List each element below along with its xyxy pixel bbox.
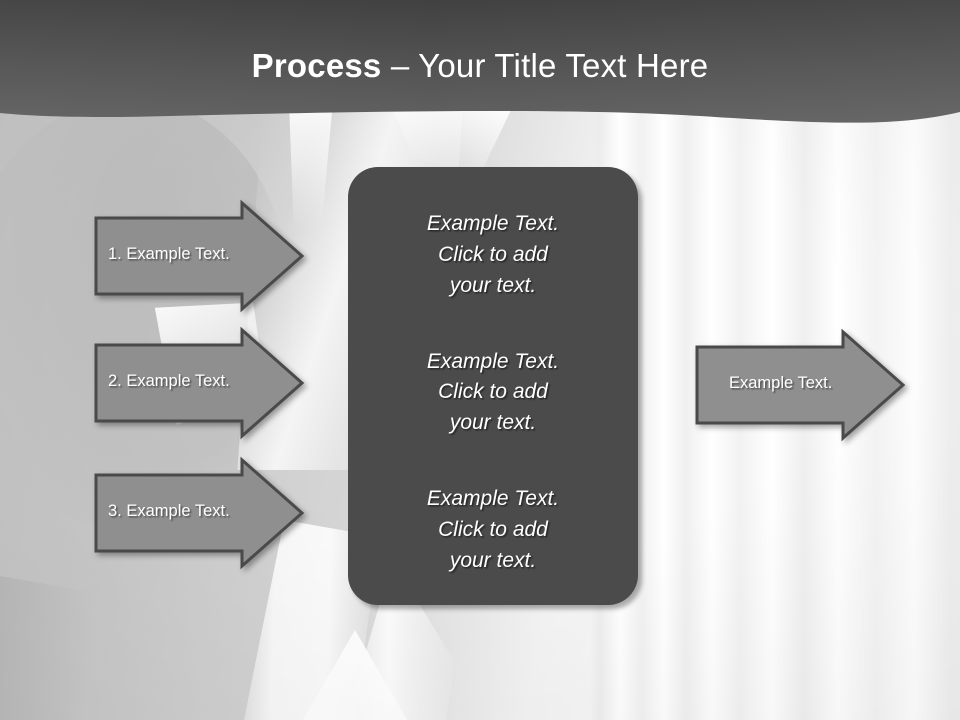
- detail-panel[interactable]: Example Text. Click to add your text. Ex…: [348, 167, 638, 605]
- detail-panel-body: Example Text. Click to add your text. Ex…: [348, 167, 638, 605]
- detail-paragraph-2: Example Text. Click to add your text.: [426, 349, 560, 435]
- step-arrow-1-shape[interactable]: [92, 198, 307, 314]
- step-arrow-1[interactable]: 1. Example Text.: [92, 198, 307, 314]
- background-shadow-lower-left: [0, 576, 111, 720]
- title-banner: Process – Your Title Text Here: [0, 0, 960, 150]
- page-title-rest: – Your Title Text Here: [381, 47, 709, 84]
- page-title: Process – Your Title Text Here: [0, 0, 960, 85]
- step-arrow-2-shape[interactable]: [92, 325, 307, 441]
- result-arrow-shape[interactable]: [693, 327, 908, 443]
- step-arrow-3-shape[interactable]: [92, 455, 307, 571]
- page-title-bold: Process: [251, 47, 382, 84]
- result-arrow[interactable]: Example Text.: [693, 327, 908, 443]
- step-arrow-2[interactable]: 2. Example Text.: [92, 325, 307, 441]
- banner-shape: [0, 0, 960, 123]
- step-arrow-3[interactable]: 3. Example Text.: [92, 455, 307, 571]
- detail-paragraph-3: Example Text. Click to add your text.: [426, 487, 560, 572]
- detail-paragraph-1: Example Text. Click to add your text.: [426, 212, 560, 297]
